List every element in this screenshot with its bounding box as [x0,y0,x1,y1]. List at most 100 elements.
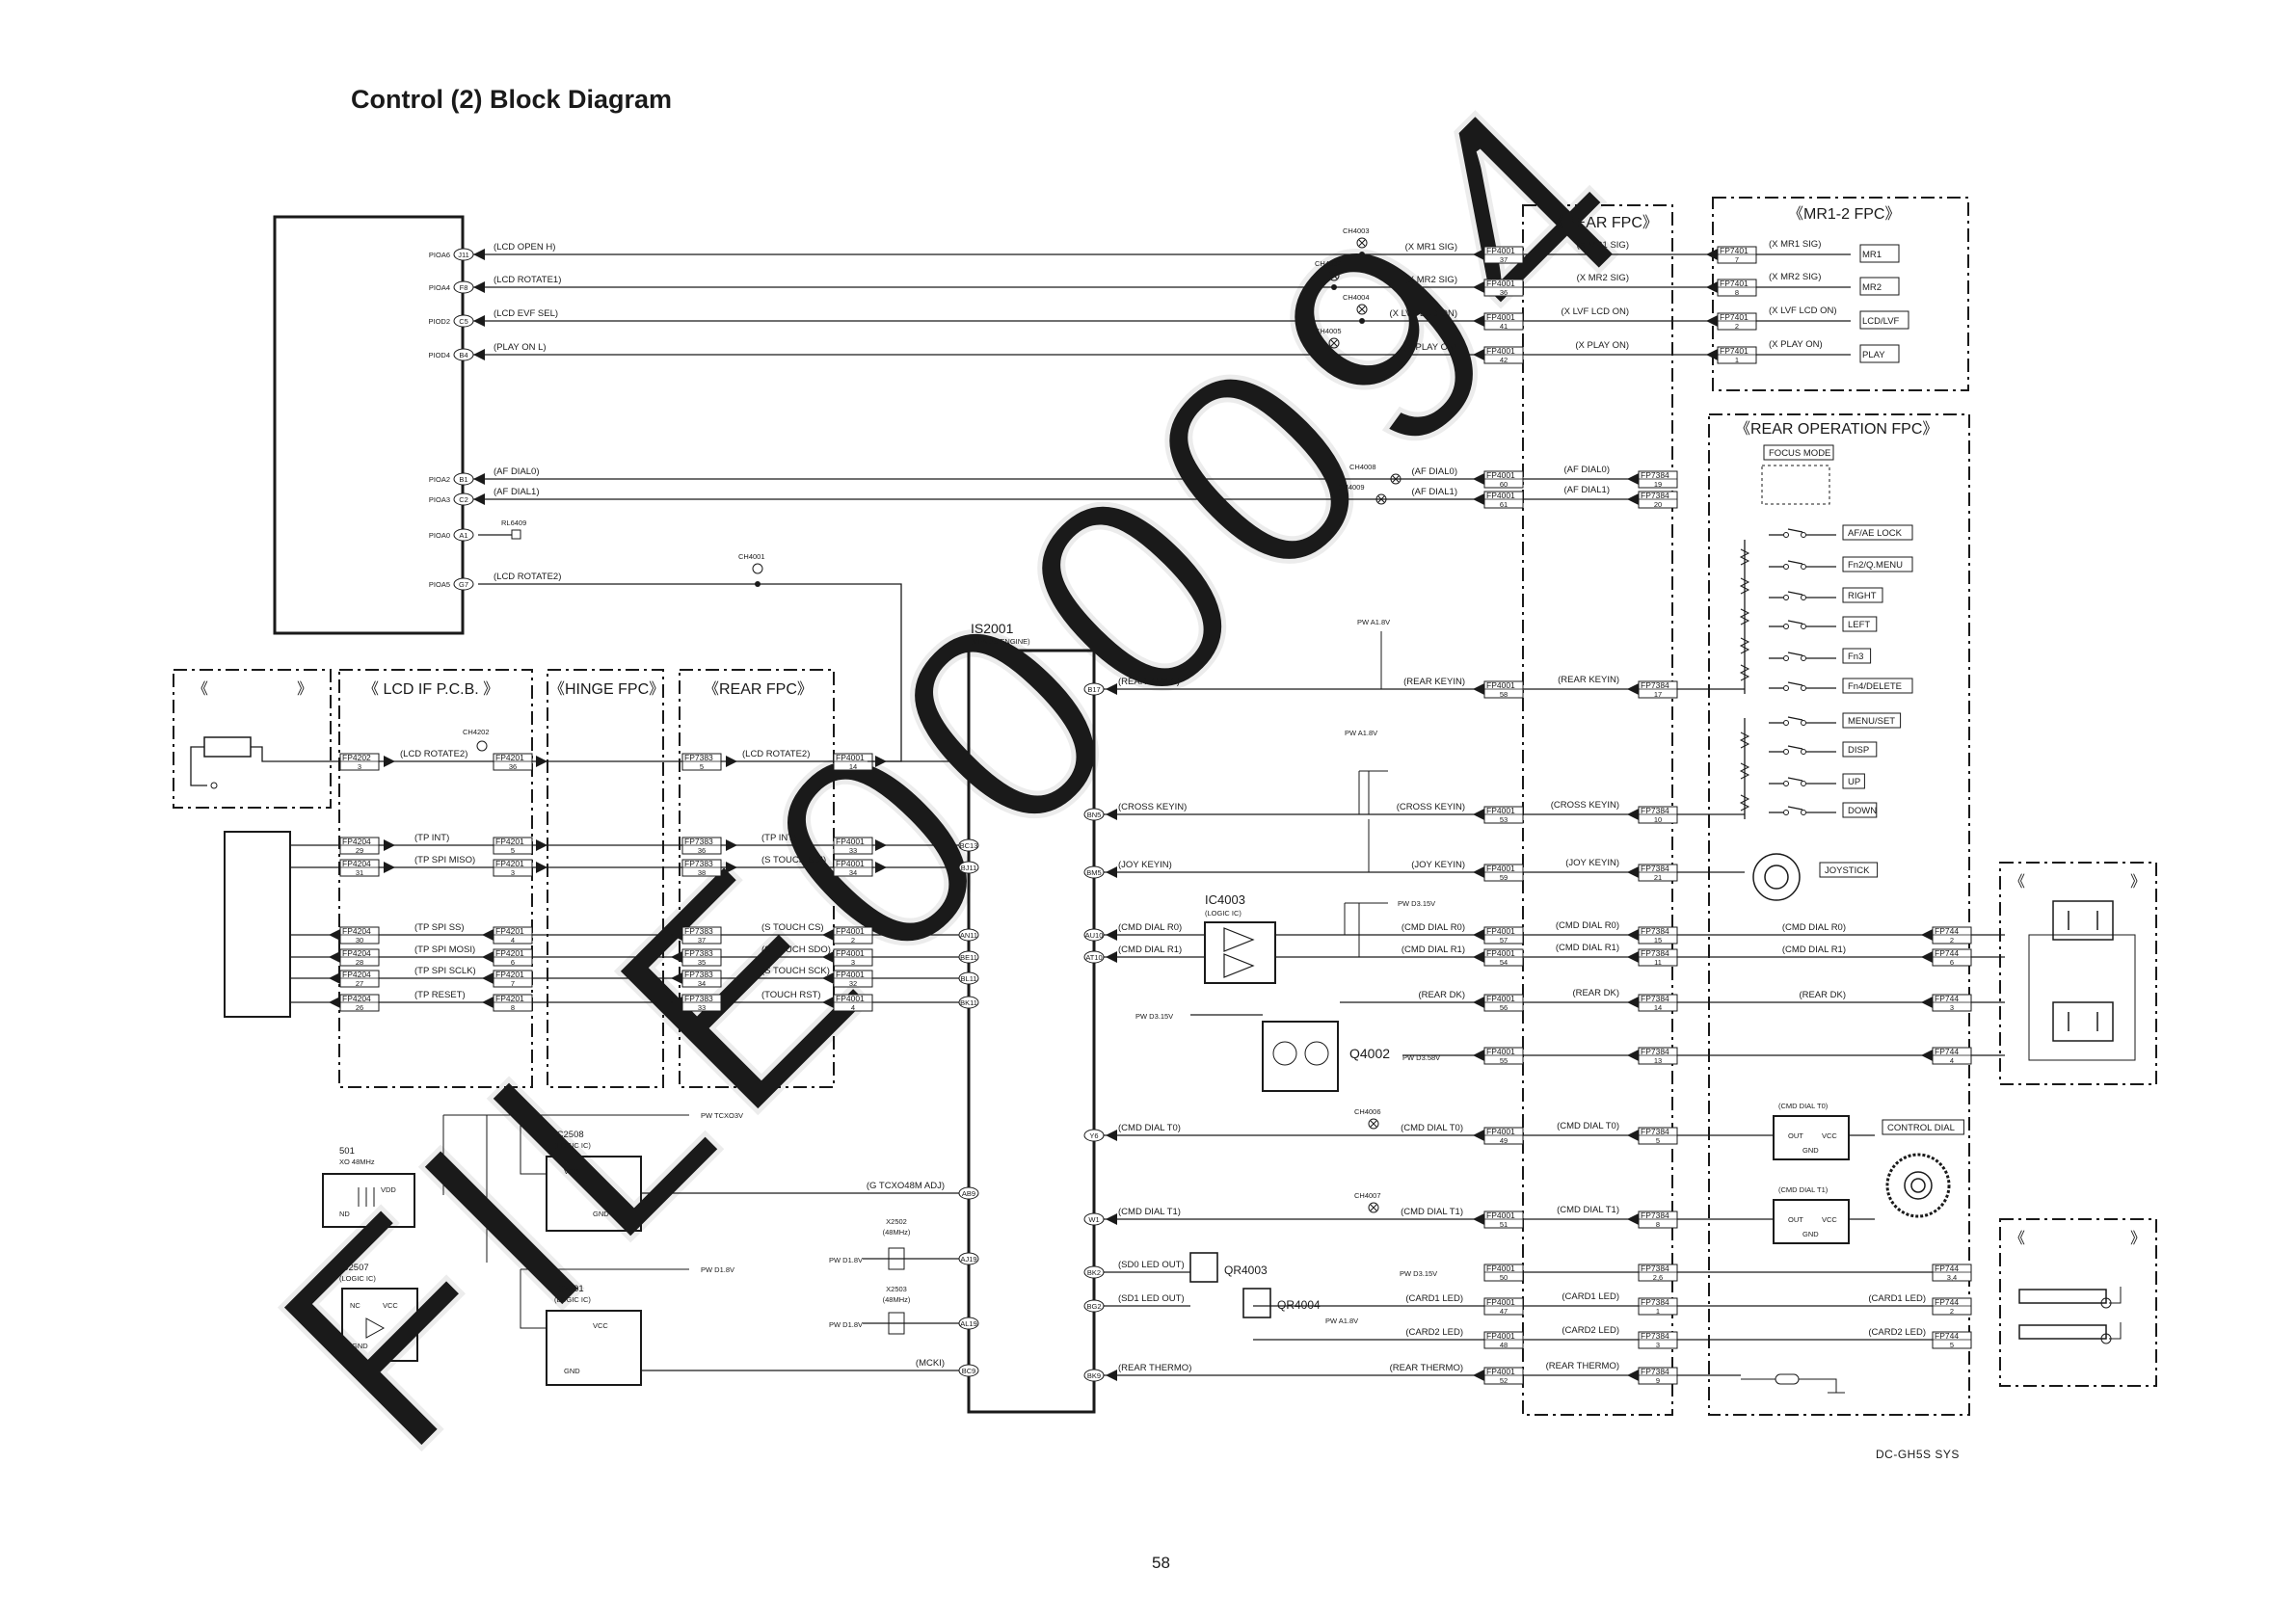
pw-a18-label-1: PW A1.8V [1357,618,1390,626]
top-node [1331,352,1337,358]
af-signal: (AF DIAL1) [1411,487,1457,497]
af-fp4001-pin: 61 [1500,500,1508,509]
ch4001-label: CH4001 [738,552,765,561]
lcd-fp-c-label: FP7383 [684,926,713,936]
switch-contact [1783,810,1789,815]
led-fp744-label: FP744 [1935,1264,1959,1273]
lcd-fp-d-pin: 3 [851,958,855,967]
key-fp7384-pin: 17 [1654,690,1662,699]
top-node [1331,284,1337,290]
pioa-port-name: PIOA5 [429,580,450,589]
lcd-sensor-icon [190,736,339,789]
switch-contact [1783,532,1789,538]
pioa-pioa4-pin: F8 [460,283,468,292]
lcd-rotate2-loop [478,583,902,762]
top-fp4001-arrow [1473,281,1484,293]
lcd-fp-c-arrow [671,997,682,1008]
card-led-icons [2018,1287,2122,1344]
cmd-fpc-signal: (CMD DIAL R1) [1556,943,1619,953]
pioa-port-name: PIOA4 [429,283,450,292]
led-fp4001-pin: 50 [1500,1273,1508,1282]
af-fp4001-label: FP4001 [1486,470,1515,480]
switch-contact [1801,685,1806,691]
lcd-fp-a-pin: 28 [356,958,363,967]
af-ch-label: CH4008 [1349,463,1376,471]
key-input-rows: B17(REAR KEYIN)(REAR KEYIN)FP400158(REAR… [1083,618,1745,882]
xo-block [322,1173,415,1228]
ic2501-name: IC2501 [554,1284,584,1294]
cmd-fp744-arrow [1921,1050,1933,1061]
lcd-fp-b-pin: 3 [511,868,515,877]
top-ch-probe-x [1358,239,1366,247]
key-fp4001-pin: 53 [1500,815,1508,824]
lcd-arrow-c [726,862,737,873]
led-fp744-box [1932,1331,1972,1349]
top-fp7401-pin: 1 [1735,356,1739,364]
lcd-fp-b-box [493,859,533,877]
led-pin-pin: BK2 [1087,1268,1101,1277]
key-fp4001-pin: 58 [1500,690,1508,699]
mcki-pin-pad [958,1364,979,1377]
lcd-fp-b-box [493,753,533,771]
lcd-signal-2: (TOUCH RST) [761,990,821,1000]
lcd-fp-b-arrow [482,929,494,941]
key-fpc-signal: (JOY KEYIN) [1565,858,1619,868]
cmd-fp7384-pin: 11 [1654,958,1662,967]
ic2501-sub: (LOGIC IC) [554,1295,591,1304]
af-ch-probe [1390,473,1402,485]
qr4004-label: QR4004 [1277,1298,1321,1312]
lcd-ic-pin-pin: BL11 [961,974,977,983]
pioa-signal: (LCD ROTATE2) [494,572,561,582]
dial-pin-pin: Y6 [1089,1131,1098,1140]
lcd-arrow-d [875,839,887,851]
lcd-fp-a-pin: 29 [356,846,363,855]
lcd-fp-b-label: FP4201 [495,753,524,762]
top-ch-probe-x [1330,272,1338,279]
lcd-arrow-c [726,756,737,767]
key-arrow [1106,866,1117,878]
cmd-fp4001-label: FP4001 [1486,1047,1515,1056]
key-arrow [1106,809,1117,820]
right-blank-lower-b: 》 [2130,1231,2146,1247]
ch4006-probe-x [1370,1120,1377,1128]
top-fp7401-arrow [1706,349,1718,360]
af-ch-probe-x [1392,475,1400,483]
q4002-t2-icon [1304,1041,1329,1066]
lcd-fp-d-label: FP4001 [836,970,865,979]
pioa-port-name: PIOD4 [428,351,450,359]
led-signal-2: (CARD2 LED) [1405,1327,1463,1338]
led-fp7384-pin: 3 [1656,1341,1660,1349]
pioa-port-name: PIOD2 [428,317,450,326]
lcd-signal: (TP SPI MOSI) [414,945,475,955]
switch-lever [1787,652,1803,656]
key-fp7384-pin: 21 [1654,873,1662,882]
lcd-signal: (TP RESET) [414,990,466,1000]
lcd-arrow-a [384,839,395,851]
lcd-fp-a-box [339,753,380,771]
led-fp4001-label: FP4001 [1486,1367,1515,1376]
key-signal: (JOY KEYIN) [1118,860,1172,870]
dial-pin-pin: W1 [1088,1215,1099,1224]
lcd-fp-b-pin: 6 [511,958,515,967]
lcd-fp-b-label: FP4201 [495,926,524,936]
switch-contact [1801,781,1806,786]
lcd-fp-d-label: FP4001 [836,926,865,936]
af-ch-probe [1375,493,1387,505]
button-box [1842,678,1913,694]
lcd-fp-a-box [339,859,380,877]
mr12-fpc-box [1712,197,1969,391]
right-blank-box-upper [1999,862,2157,1085]
dial-fp4001-arrow [1473,1213,1484,1225]
top-ch-label: CH4003 [1343,226,1370,235]
pioa-pioa5-pad [453,577,474,591]
page-title: Control (2) Block Diagram [351,85,673,114]
led-fpc-signal: (REAR THERMO) [1546,1361,1619,1371]
button-box [1842,616,1878,632]
led-fp744-box [1932,1297,1972,1316]
led-fp7384-label: FP7384 [1641,1331,1669,1341]
encoder-vcc-label: VCC [1822,1215,1837,1224]
pw-d18-x2503: PW D1.8V [829,1320,863,1329]
ic2507-vcc: VCC [383,1301,398,1310]
switch-lever [1787,528,1803,533]
